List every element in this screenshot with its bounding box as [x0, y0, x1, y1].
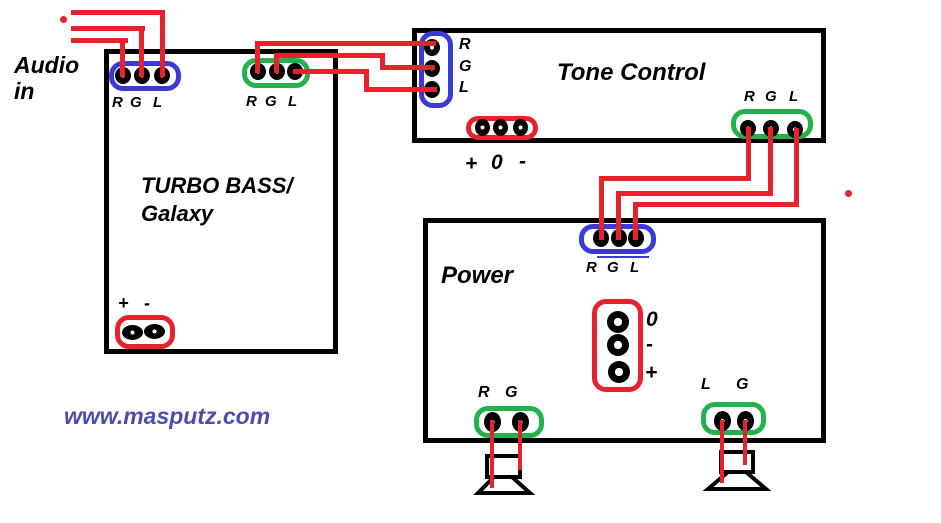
wire-tone-power-l [633, 202, 799, 207]
turbo-output-label-l: L [288, 93, 298, 110]
wire-audio-g [139, 26, 144, 77]
speaker-left-icon [702, 450, 772, 491]
wire-tone-power-g [768, 127, 773, 195]
tone-power-pin-3 [513, 119, 528, 136]
speaker-right-icon [473, 454, 536, 495]
power-supply-label-0: 0 [646, 308, 658, 331]
power-supply-label-minus: - [646, 333, 653, 356]
speaker-right-label-r: R [478, 384, 490, 401]
wire-turbo-tone-g [380, 53, 385, 70]
wire-tone-power-r [746, 127, 751, 181]
power-box [423, 218, 826, 443]
tone-control-box [412, 28, 826, 143]
speaker-left-connector [701, 402, 766, 435]
wire-speaker-left-g [743, 420, 747, 465]
tone-input-label-r: R [459, 36, 471, 53]
wire-audio-r [120, 38, 125, 77]
wire-audio-l [160, 10, 165, 77]
wire-tone-power-l [633, 202, 638, 240]
turbo-bass-title: TURBO BASS/ Galaxy [141, 172, 293, 228]
turbo-bass-box [104, 49, 338, 354]
speaker-right-connector [474, 406, 544, 438]
audio-in-line2: in [14, 78, 35, 104]
power-input-underline [597, 256, 649, 258]
tone-power-label-plus: + [465, 152, 478, 175]
tone-output-label-r: R [744, 88, 755, 105]
tone-control-title: Tone Control [557, 59, 706, 86]
wire-audio-r [71, 38, 128, 43]
wire-turbo-tone-r [255, 41, 436, 46]
tone-power-pin-2 [493, 119, 508, 136]
tone-power-label-minus: - [519, 150, 526, 173]
wire-tone-power-g [616, 191, 773, 196]
tone-output-label-g: G [765, 88, 777, 105]
speaker-right-label-g: G [505, 384, 518, 401]
wire-turbo-tone-g [274, 53, 385, 58]
power-supply-label-plus: + [645, 361, 658, 384]
website-link: www.masputz.com [64, 403, 271, 429]
tone-power-connector [466, 116, 538, 140]
power-input-label-r: R [586, 259, 597, 276]
wire-turbo-tone-l [364, 69, 369, 92]
turbo-output-label-g: G [265, 93, 277, 110]
wire-turbo-tone-l [293, 69, 369, 74]
wire-dot-left [60, 16, 67, 23]
tone-input-label-g: G [459, 58, 472, 75]
wire-dot-right [845, 190, 852, 197]
power-title: Power [441, 262, 514, 289]
turbo-input-label-r: R [112, 94, 123, 111]
power-input-label-l: L [630, 259, 640, 276]
power-input-label-g: G [607, 259, 619, 276]
turbo-input-label-l: L [153, 94, 163, 111]
tone-output-label-l: L [789, 88, 799, 105]
audio-in-line1: Audio [14, 52, 80, 78]
turbo-output-label-r: R [246, 93, 257, 110]
wire-audio-l [71, 10, 165, 15]
wire-speaker-right-r [490, 420, 494, 488]
wire-speaker-right-g [518, 420, 522, 470]
wire-tone-power-g [616, 191, 621, 240]
tone-input-label-l: L [459, 79, 469, 96]
wire-turbo-tone-g [380, 65, 435, 70]
wire-audio-g [71, 26, 145, 31]
speaker-left-label-l: L [701, 376, 711, 393]
wire-tone-power-r [599, 176, 604, 240]
audio-in-label: Audio in [14, 52, 79, 104]
turbo-input-label-g: G [130, 94, 142, 111]
power-supply-pin-0 [607, 311, 629, 333]
wire-tone-power-l [794, 128, 799, 207]
power-supply-connector [592, 299, 643, 392]
turbo-title-line1: TURBO BASS/ [141, 173, 293, 198]
wire-turbo-tone-g [274, 53, 279, 73]
turbo-power-label-plus: + [118, 293, 129, 313]
tone-power-pin-1 [475, 119, 490, 136]
turbo-power-label-minus: - [144, 293, 150, 313]
turbo-power-pin-plus [122, 325, 143, 340]
turbo-title-line2: Galaxy [141, 201, 214, 226]
wire-turbo-tone-r [255, 41, 260, 73]
wire-tone-power-r [599, 176, 751, 181]
turbo-power-pin-minus [144, 324, 165, 339]
tone-power-label-0: 0 [491, 151, 503, 174]
power-supply-pin-plus [608, 361, 630, 383]
wire-speaker-left-l [720, 420, 724, 483]
speaker-left-label-g: G [736, 376, 749, 393]
wire-turbo-tone-l [364, 87, 437, 92]
turbo-power-connector [115, 315, 175, 349]
turbo-input-connector [109, 61, 181, 91]
power-supply-pin-minus [607, 334, 629, 356]
